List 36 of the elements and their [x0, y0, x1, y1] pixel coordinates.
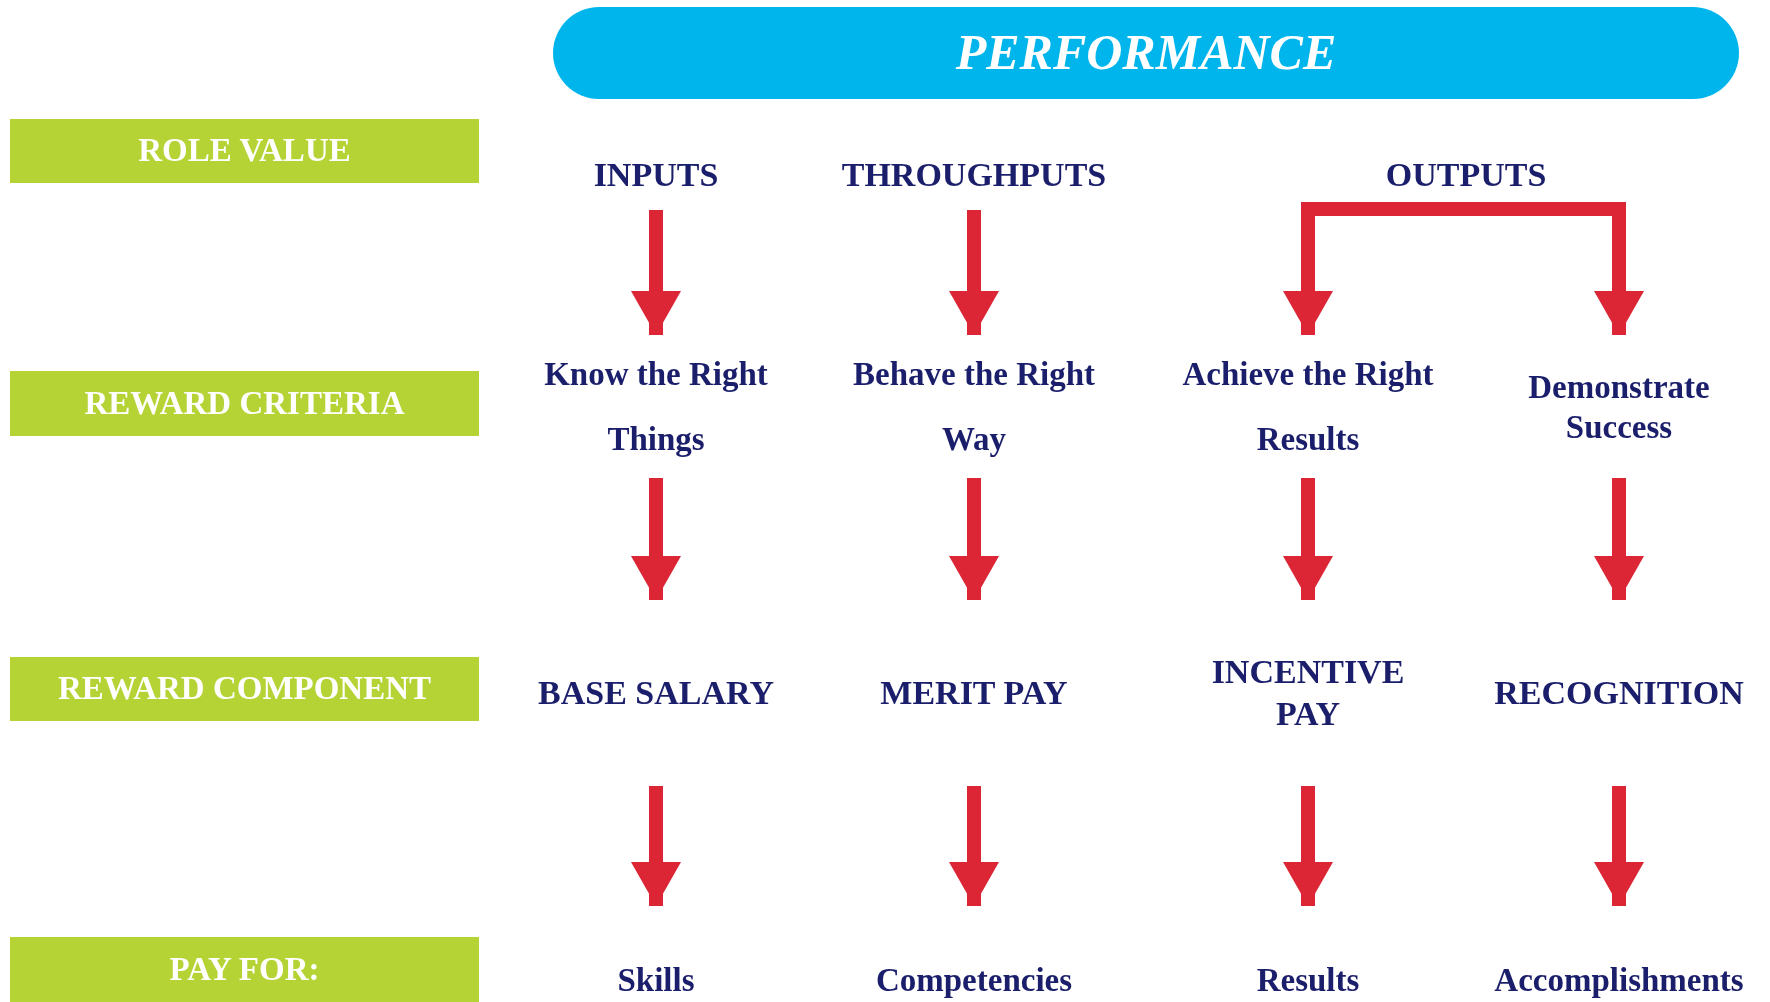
row-label: PAY FOR:: [169, 950, 320, 989]
banner-title: PERFORMANCE: [955, 24, 1337, 82]
row-label-bar: [10, 119, 479, 183]
component-text: INCENTIVE PAY: [1210, 652, 1406, 734]
arrow: [1594, 478, 1644, 600]
column-heading: INPUTS: [593, 155, 719, 195]
row-label: REWARD COMPONENT: [57, 670, 432, 708]
arrow: [1283, 786, 1333, 906]
row-label: REWARD CRITERIA: [84, 384, 405, 423]
component-text: BASE SALARY: [538, 673, 774, 713]
arrow: [631, 210, 681, 335]
arrow: [1283, 202, 1466, 335]
criteria-text: Achieve the Right Results: [1181, 354, 1435, 459]
row-label-bar: [10, 937, 479, 1002]
column-heading: THROUGHPUTS: [841, 155, 1107, 195]
row-label: ROLE VALUE: [138, 132, 351, 170]
arrow: [1283, 478, 1333, 600]
pay-for-text: Results: [1256, 962, 1360, 1000]
row-label-bar: [10, 371, 479, 436]
criteria-text: Behave the Right Way: [852, 354, 1096, 459]
arrow: [1594, 786, 1644, 906]
pay-for-text: Competencies: [875, 962, 1073, 1000]
arrow: [949, 210, 999, 335]
criteria-text: Know the Right Things: [543, 354, 769, 459]
column-heading: OUTPUTS: [1385, 154, 1547, 195]
pay-for-text: Skills: [617, 962, 695, 1000]
arrow: [1466, 202, 1644, 335]
arrow: [949, 478, 999, 600]
pay-for-text: Accomplishments: [1494, 962, 1744, 1000]
criteria-text: Demonstrate Success: [1527, 367, 1711, 447]
row-label-bar: [10, 657, 479, 721]
arrow: [949, 786, 999, 906]
component-text: MERIT PAY: [880, 673, 1068, 713]
arrow: [631, 786, 681, 906]
arrow: [631, 478, 681, 600]
component-text: RECOGNITION: [1494, 673, 1744, 713]
